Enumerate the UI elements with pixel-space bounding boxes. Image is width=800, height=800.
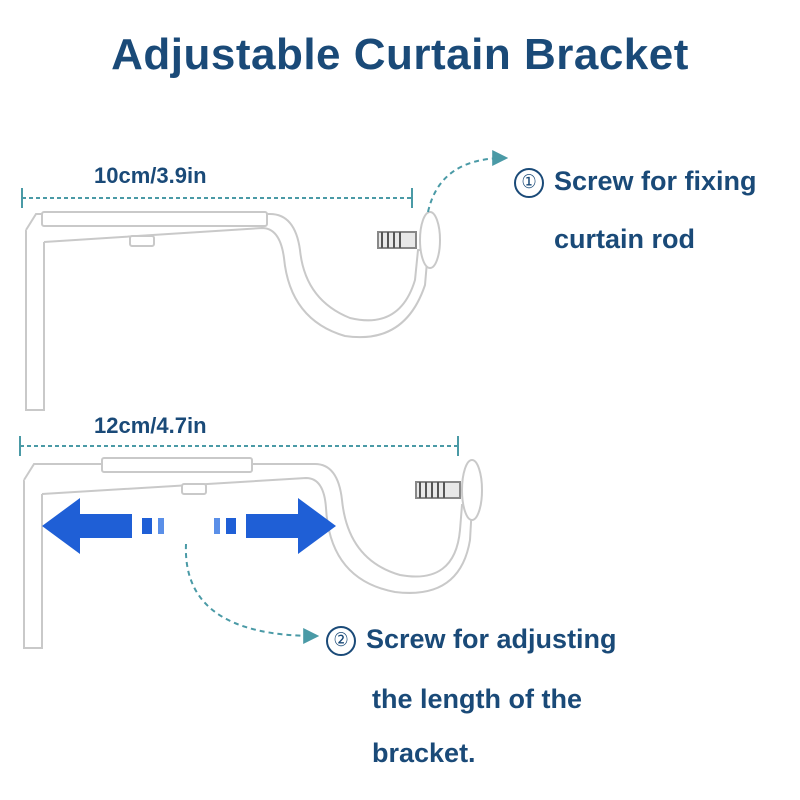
callout-2: ② Screw for adjusting: [326, 626, 617, 656]
measurement-top: 10cm/3.9in: [94, 163, 207, 188]
bracket-top: [25, 211, 441, 411]
adjust-arrow-left: [42, 498, 164, 554]
callout-2-line-3: bracket.: [372, 738, 476, 768]
dimension-line-bottom: [19, 436, 459, 456]
callout-1-line-1: Screw for fixing: [554, 166, 757, 196]
callout-2-line-1: Screw for adjusting: [366, 624, 617, 654]
callout-connector-top: [427, 150, 509, 213]
callout-connector-bottom: [184, 543, 320, 644]
bracket-bottom: [23, 457, 483, 649]
adjust-arrow-right: [214, 498, 336, 554]
measurement-bottom: 12cm/4.7in: [94, 413, 207, 438]
callout-1-number: ①: [514, 168, 544, 198]
callout-2-number: ②: [326, 626, 356, 656]
dimension-line-top: [21, 188, 413, 208]
callout-2-line-2: the length of the: [372, 684, 582, 714]
callout-1: ① Screw for fixing: [514, 168, 757, 198]
page-title: Adjustable Curtain Bracket: [111, 30, 689, 79]
callout-1-line-2: curtain rod: [554, 224, 696, 254]
